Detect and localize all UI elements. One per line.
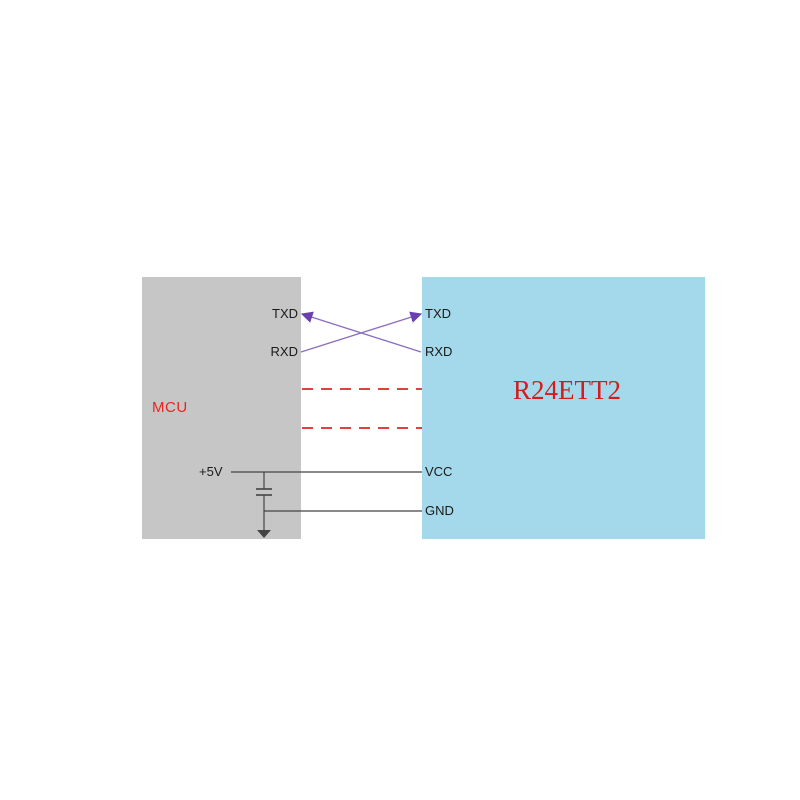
- module-pin-vcc: VCC: [425, 464, 453, 479]
- module-pin-rxd: RXD: [425, 344, 453, 359]
- mcu-label: MCU: [152, 399, 188, 416]
- module-pin-gnd: GND: [425, 503, 454, 518]
- r24ett2-module-block: [422, 277, 705, 539]
- ground-symbol-icon: [257, 530, 271, 538]
- power-label: +5V: [199, 464, 223, 479]
- module-pin-txd: TXD: [425, 306, 451, 321]
- mcu-block: [142, 277, 301, 539]
- module-label: R24ETT2: [513, 375, 621, 405]
- mcu-pin-txd: TXD: [272, 306, 298, 321]
- wire-module-rxd-to-mcu-txd: [300, 311, 422, 353]
- mcu-pin-rxd: RXD: [270, 344, 298, 359]
